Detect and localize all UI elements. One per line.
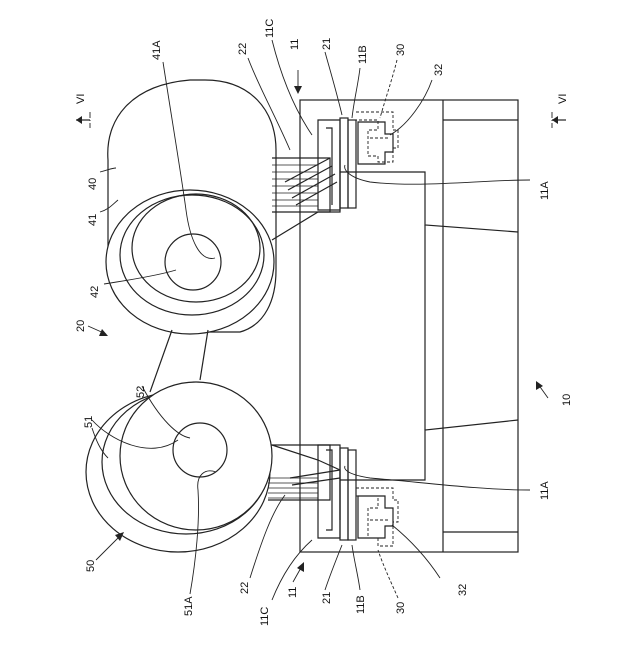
battery-40-terminal-42 [165, 234, 221, 290]
section-right-arrowhead [552, 116, 558, 124]
terminal-11C-bottom-inner [326, 450, 332, 530]
terminal-11C-top [318, 120, 340, 210]
housing-outline [300, 100, 518, 552]
label-52: 52 [135, 386, 147, 398]
leader-11A-top [345, 165, 530, 184]
label-30-top: 30 [395, 44, 407, 56]
terminal-11C-bottom [318, 445, 340, 538]
drawing-stroke [99, 329, 108, 336]
leader-30-top [380, 60, 397, 118]
nut-32-top [358, 122, 393, 164]
cable-22-top [272, 140, 340, 240]
leader-11A-bottom [345, 466, 530, 490]
label-21-bottom: 21 [321, 592, 333, 604]
terminal-11B-top [348, 120, 356, 208]
label-41: 41 [87, 214, 99, 226]
cable-22-bottom [268, 445, 340, 520]
nut-32-bottom [358, 496, 393, 538]
label-42: 42 [89, 286, 101, 298]
central-cavity [340, 172, 518, 480]
label-50: 50 [85, 560, 97, 572]
terminal-21-top [340, 118, 348, 208]
drawing-stroke [285, 158, 330, 182]
drawing-stroke [296, 182, 337, 205]
label-10: 10 [561, 394, 573, 406]
terminal-21-bottom [340, 448, 348, 540]
label-11C-bottom: 11C [259, 607, 271, 626]
label-40: 40 [87, 178, 99, 190]
terminal-11B-bottom [348, 450, 356, 540]
label-11B-bottom: 11B [355, 595, 367, 614]
label-11-bottom: 11 [287, 587, 299, 598]
label-30-bottom: 30 [395, 602, 407, 614]
drawing-stroke [536, 381, 543, 390]
label-11B-top: 11B [357, 45, 369, 64]
section-left-arrowhead [76, 116, 82, 124]
battery-50 [86, 382, 272, 552]
leader-11C-top [272, 40, 312, 135]
label-20: 20 [75, 320, 87, 332]
leader-21-top [325, 52, 342, 115]
label-section-left: VI [75, 94, 87, 104]
drawing-stroke [294, 86, 302, 94]
label-21-top: 21 [321, 38, 333, 50]
leader-22-top [248, 58, 290, 150]
label-51A: 51A [183, 596, 195, 616]
housing-10 [300, 100, 518, 552]
leader-41 [100, 200, 118, 212]
battery-40 [106, 80, 276, 334]
label-51: 51 [83, 416, 95, 428]
leader-11B-top [352, 68, 360, 118]
label-section-right: VI [557, 94, 569, 104]
drawing-stroke [297, 562, 304, 572]
label-11-top: 11 [289, 39, 301, 50]
label-22-top: 22 [237, 43, 249, 55]
drawing-stroke [150, 330, 172, 392]
drawing-stroke [292, 478, 340, 485]
arrow-50 [96, 536, 120, 560]
label-11A-bottom: 11A [539, 481, 551, 500]
label-41A: 41A [151, 40, 163, 60]
drawing-stroke [200, 330, 208, 380]
label-11A-top: 11A [539, 181, 551, 200]
cable-22-top-outline [272, 158, 330, 212]
label-11C-top: 11C [264, 19, 276, 38]
label-32-bottom: 32 [457, 584, 469, 596]
leader-32-top [390, 80, 432, 135]
leader-30-bottom [378, 550, 398, 598]
leader-22-bottom [250, 495, 285, 578]
label-22-bottom: 22 [239, 582, 251, 594]
battery-50-terminal-52 [173, 423, 227, 477]
label-32-top: 32 [433, 64, 445, 76]
